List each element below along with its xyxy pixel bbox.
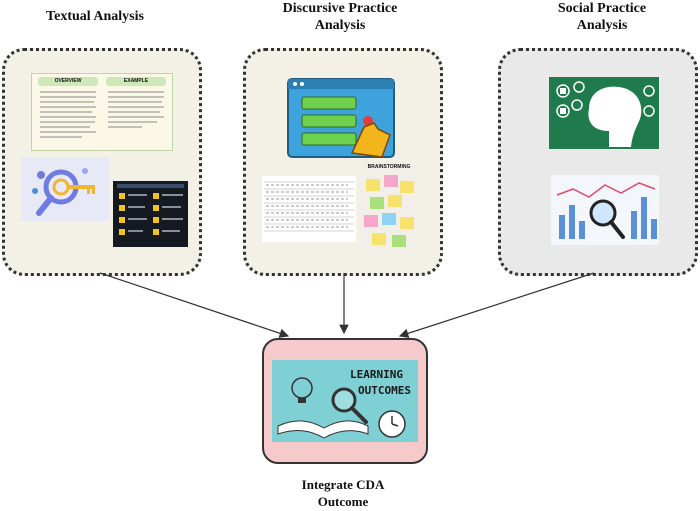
dark-infographic-image — [113, 181, 188, 247]
sticky-notes-image: BRAINSTORMING — [360, 161, 418, 257]
example-header: EXAMPLE — [106, 77, 166, 86]
outcomes-text: OUTCOMES — [358, 384, 411, 397]
integrate-cda-outcome-title: Integrate CDA Outcome — [301, 477, 385, 509]
head-silhouette-icon — [588, 86, 642, 147]
open-book-icon — [277, 420, 369, 439]
textual-analysis-panel: OVERVIEW EXAMPLE — [2, 48, 202, 276]
lightbulb-icon — [291, 377, 313, 399]
brainstorming-label: BRAINSTORMING — [367, 164, 411, 170]
social-practice-title: Social Practice Analysis — [557, 1, 647, 33]
overview-example-card-image: OVERVIEW EXAMPLE — [31, 73, 173, 151]
magnifier-icon — [331, 387, 357, 413]
card-text-lines — [40, 91, 164, 138]
thinking-head-image — [549, 77, 659, 149]
magnifier-key-image — [21, 157, 109, 221]
spreadsheet-image — [262, 176, 356, 242]
magnifier-icon — [589, 199, 617, 227]
pointing-hand-icon — [350, 122, 391, 158]
charts-magnifier-image — [551, 175, 659, 245]
social-practice-panel — [498, 48, 698, 276]
screen-click-image — [286, 77, 396, 159]
overview-header: OVERVIEW — [38, 77, 98, 86]
learning-text: LEARNING — [350, 368, 403, 381]
arrow-social-to-outcome — [398, 272, 595, 338]
discursive-practice-panel: BRAINSTORMING — [243, 48, 443, 276]
arrow-textual-to-outcome — [99, 272, 290, 338]
textual-analysis-title: Textual Analysis — [46, 9, 144, 24]
cda-outcome-panel: LEARNING OUTCOMES — [262, 338, 428, 464]
learning-outcomes-image: LEARNING OUTCOMES — [272, 360, 418, 442]
discursive-practice-title: Discursive Practice Analysis — [282, 1, 398, 33]
